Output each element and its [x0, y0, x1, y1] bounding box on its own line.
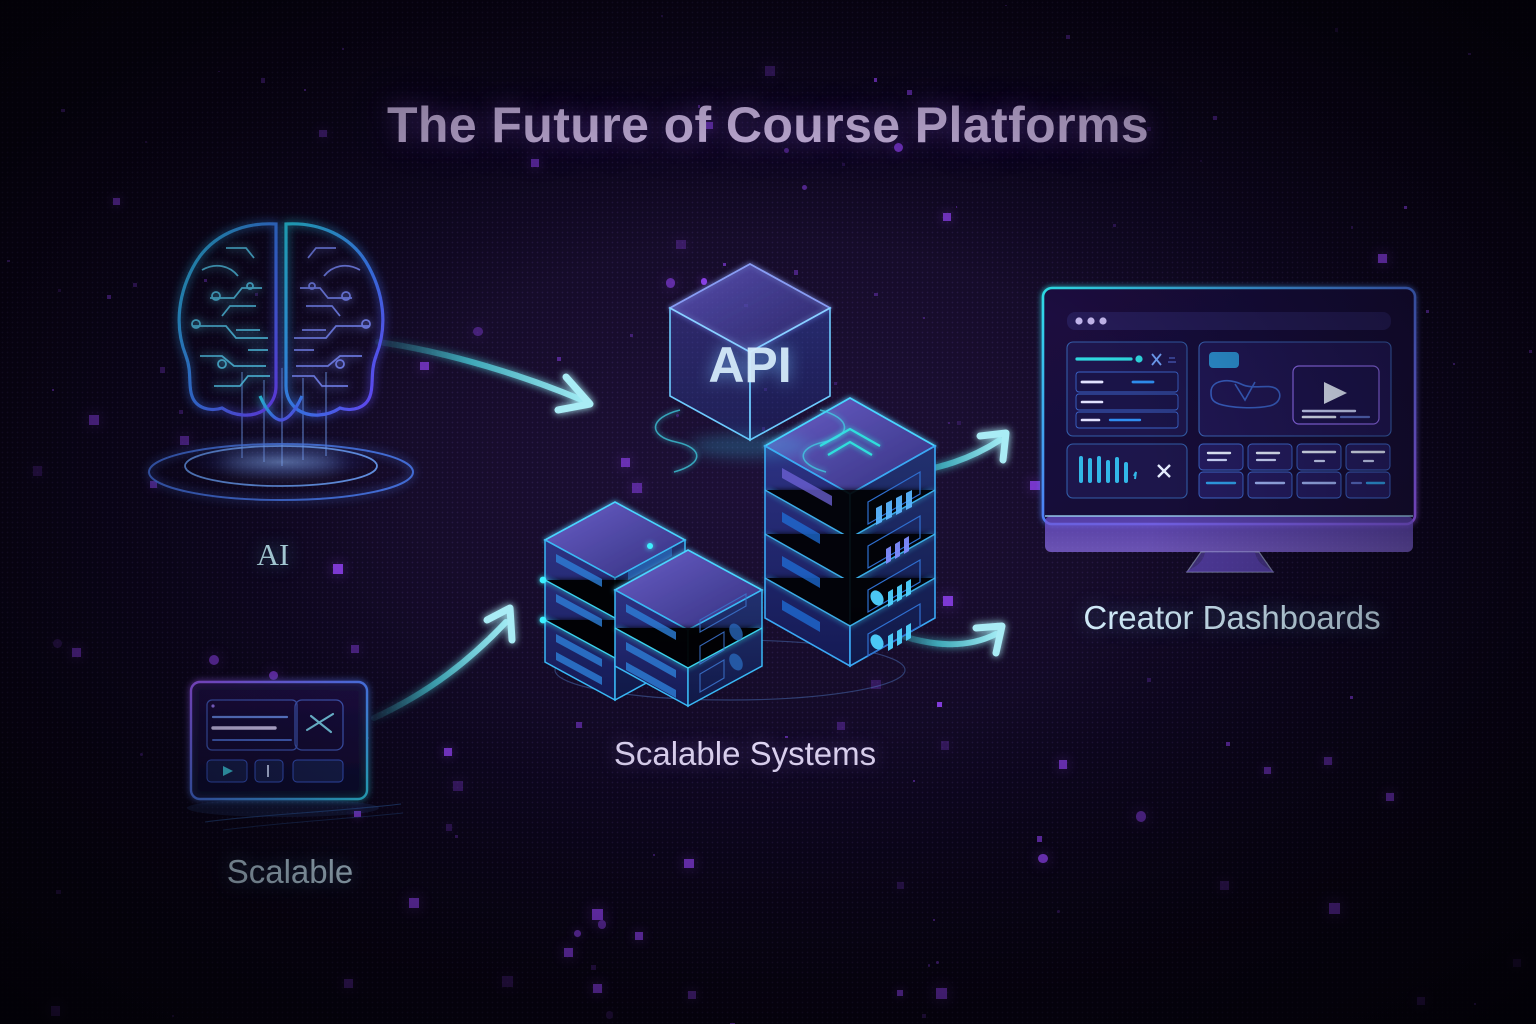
server-stack-icon: API	[539, 262, 937, 708]
page-title: The Future of Course Platforms	[386, 97, 1150, 153]
scalable-node[interactable]	[165, 672, 405, 832]
ai-node[interactable]	[130, 200, 430, 520]
scalable-systems-node[interactable]: API	[520, 250, 940, 710]
creator-dashboards-node[interactable]	[1035, 280, 1435, 580]
scalable-systems-label: Scalable Systems	[613, 735, 877, 772]
desktop-monitor-icon	[1041, 286, 1417, 573]
metrics-panel[interactable]	[1066, 341, 1188, 437]
hologram-base	[148, 443, 414, 501]
ai-label: AI	[256, 537, 290, 572]
brain-circuit-icon	[148, 222, 414, 501]
creator-dashboards-label: Creator Dashboards	[1083, 599, 1381, 636]
api-label: API	[708, 337, 791, 393]
chart-panel[interactable]	[1066, 443, 1188, 499]
scalable-label: Scalable	[226, 853, 354, 890]
window-titlebar	[1067, 312, 1391, 330]
laptop-screen-icon	[171, 680, 404, 831]
media-panel[interactable]	[1198, 341, 1392, 437]
